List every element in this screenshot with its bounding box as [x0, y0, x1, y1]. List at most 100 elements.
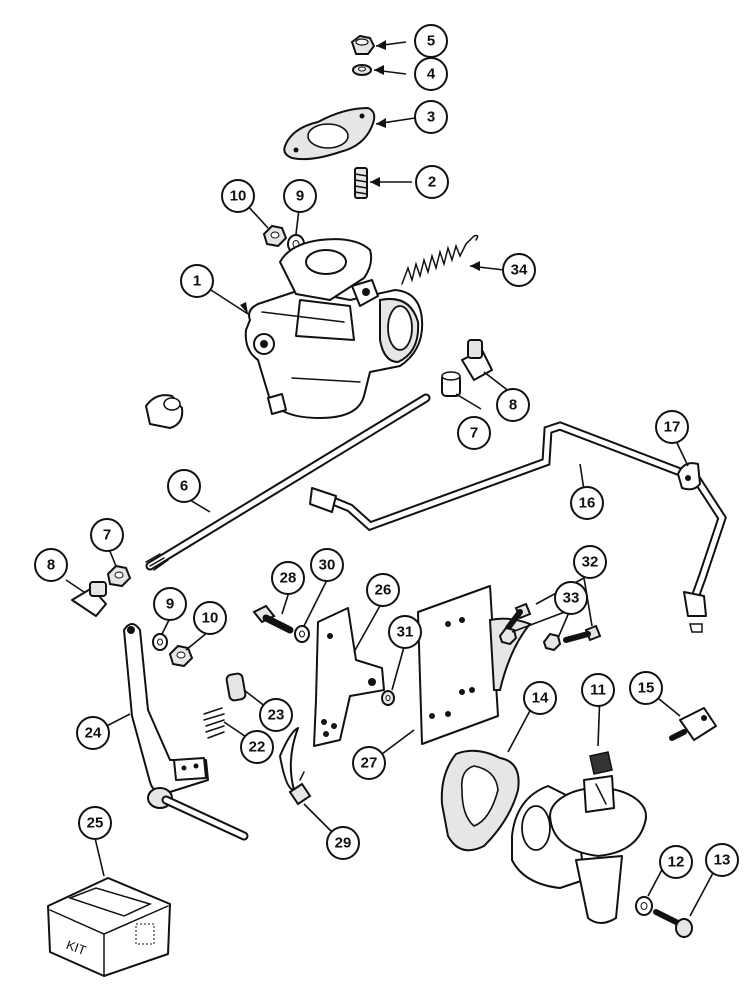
throttle-lever-part-24	[123, 623, 249, 841]
sleeve-part-23	[225, 672, 247, 702]
callout-9-upper: 9	[283, 179, 317, 213]
svg-text:23: 23	[268, 707, 285, 724]
callout-14: 14	[523, 681, 557, 715]
svg-text:12: 12	[668, 854, 685, 871]
nut-part-10-lower	[168, 644, 194, 668]
clip-part-17	[677, 462, 701, 491]
bolt-part-32	[505, 602, 602, 643]
callout-22: 22	[240, 730, 274, 764]
spring-part-22	[203, 707, 225, 739]
bushing-part-7-upper	[441, 371, 461, 397]
spring-part-34	[401, 234, 479, 285]
svg-text:34: 34	[511, 262, 528, 279]
callout-28: 28	[271, 561, 305, 595]
svg-text:1: 1	[193, 273, 201, 290]
callout-32: 32	[573, 545, 607, 579]
bracket-part-26	[313, 607, 385, 747]
swivel-part-8-lower	[71, 581, 107, 617]
bolt-part-28	[252, 604, 294, 634]
fuel-pump-part-11	[511, 751, 647, 924]
screw-part-13	[653, 909, 693, 938]
washer-part-9-lower	[152, 633, 168, 651]
svg-text:28: 28	[280, 570, 297, 587]
svg-text:2: 2	[428, 174, 436, 191]
throttle-rod-part-6	[145, 393, 431, 571]
svg-text:24: 24	[85, 725, 102, 742]
svg-text:11: 11	[590, 682, 606, 699]
bushing-part-7-lower	[106, 564, 132, 588]
svg-text:6: 6	[180, 478, 188, 495]
svg-text:8: 8	[47, 557, 55, 574]
callout-17: 17	[655, 410, 689, 444]
fitting-part-15	[669, 707, 717, 741]
nut-part-33	[498, 626, 562, 652]
svg-text:10: 10	[230, 188, 247, 205]
stud-part-2	[354, 167, 368, 199]
svg-text:5: 5	[427, 33, 435, 50]
svg-text:25: 25	[87, 815, 104, 832]
kit-label: KIT	[64, 937, 88, 958]
washer-part-12	[635, 896, 653, 916]
callout-11: 11	[581, 673, 615, 707]
callout-31: 31	[388, 615, 422, 649]
callout-23: 23	[259, 698, 293, 732]
elbow-fitting-part	[145, 394, 184, 429]
callout-2: 2	[415, 165, 449, 199]
curved-shield-part	[279, 727, 299, 791]
callout-7-upper: 7	[457, 416, 491, 450]
svg-text:33: 33	[563, 590, 580, 607]
svg-text:22: 22	[249, 739, 266, 756]
svg-text:15: 15	[638, 680, 655, 697]
carburetor-part-1	[244, 238, 424, 419]
svg-text:9: 9	[296, 188, 304, 205]
callout-9-lower: 9	[153, 587, 187, 621]
callout-30: 30	[310, 548, 344, 582]
callout-8-upper: 8	[496, 388, 530, 422]
callout-24: 24	[76, 716, 110, 750]
callout-5: 5	[414, 24, 448, 58]
callout-33: 33	[554, 581, 588, 615]
svg-text:7: 7	[470, 425, 478, 442]
nut-part-5	[350, 34, 376, 55]
callout-3: 3	[414, 100, 448, 134]
arrowheads	[240, 40, 480, 314]
svg-text:9: 9	[166, 596, 174, 613]
svg-text:7: 7	[103, 527, 111, 544]
grease-fitting-part-29	[288, 771, 312, 806]
callout-8-lower: 8	[34, 548, 68, 582]
washer-part-4	[352, 64, 372, 76]
svg-text:13: 13	[714, 852, 731, 869]
svg-text:16: 16	[579, 495, 596, 512]
callout-10-upper: 10	[221, 179, 255, 213]
callout-4: 4	[414, 57, 448, 91]
washer-part-30	[294, 625, 310, 643]
callout-26: 26	[366, 573, 400, 607]
callout-34: 34	[502, 253, 536, 287]
svg-text:31: 31	[397, 624, 414, 641]
mounting-plate-part-27	[417, 585, 532, 745]
fuel-line-part-16	[309, 421, 727, 633]
svg-text:32: 32	[582, 554, 599, 571]
callout-15: 15	[629, 671, 663, 705]
svg-text:26: 26	[375, 582, 392, 599]
callout-6: 6	[167, 469, 201, 503]
svg-text:8: 8	[509, 397, 517, 414]
callout-10-lower: 10	[193, 601, 227, 635]
svg-text:3: 3	[427, 109, 435, 126]
callout-29: 29	[326, 826, 360, 860]
svg-text:17: 17	[664, 419, 681, 436]
kit-box-part-25: KIT	[47, 877, 171, 977]
callout-1: 1	[180, 264, 214, 298]
nut-part-10-upper	[262, 224, 288, 248]
washer-part-31	[381, 690, 395, 706]
svg-text:4: 4	[427, 66, 436, 83]
svg-text:10: 10	[202, 610, 219, 627]
flange-gasket-part-3	[283, 106, 376, 161]
callout-13: 13	[705, 843, 739, 877]
callout-16: 16	[570, 486, 604, 520]
callout-12: 12	[659, 845, 693, 879]
svg-text:30: 30	[319, 557, 336, 574]
callout-27: 27	[352, 746, 386, 780]
svg-text:27: 27	[361, 755, 378, 772]
